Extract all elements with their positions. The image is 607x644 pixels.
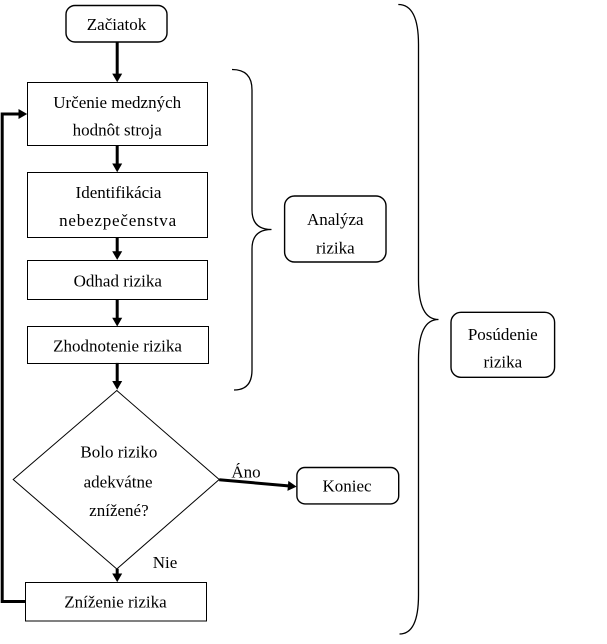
svg-text:Odhad rizika: Odhad rizika	[74, 272, 163, 291]
svg-text:Začiatok: Začiatok	[87, 15, 147, 34]
svg-text:nebezpečenstva: nebezpečenstva	[59, 211, 177, 230]
svg-text:Áno: Áno	[231, 463, 260, 482]
svg-text:Určenie medzných: Určenie medzných	[53, 93, 181, 112]
svg-text:rizika: rizika	[483, 353, 522, 372]
svg-text:Zníženie rizika: Zníženie rizika	[64, 593, 167, 612]
svg-text:Nie: Nie	[153, 553, 178, 572]
svg-text:Identifikácia: Identifikácia	[76, 183, 162, 202]
svg-text:Posúdenie: Posúdenie	[468, 325, 538, 344]
svg-text:Koniec: Koniec	[322, 477, 372, 496]
svg-text:adekvátne: adekvátne	[84, 472, 153, 491]
svg-text:znížené?: znížené?	[89, 501, 148, 520]
svg-text:rizika: rizika	[316, 239, 355, 258]
svg-text:Analýza: Analýza	[307, 210, 364, 229]
svg-text:Zhodnotenie rizika: Zhodnotenie rizika	[53, 336, 182, 355]
svg-text:hodnôt stroja: hodnôt stroja	[73, 121, 163, 140]
svg-text:Bolo riziko: Bolo riziko	[80, 442, 157, 461]
